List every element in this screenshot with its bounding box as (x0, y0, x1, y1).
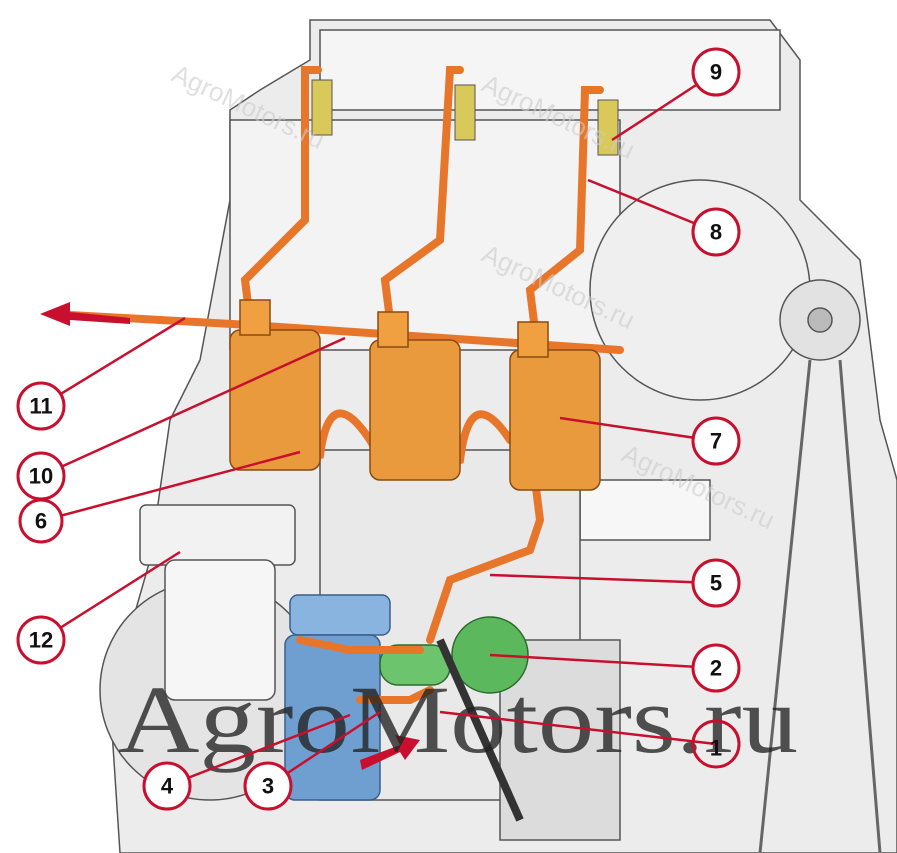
svg-text:10: 10 (29, 464, 53, 489)
svg-text:2: 2 (710, 656, 722, 681)
svg-text:9: 9 (710, 60, 722, 85)
callout-10: 10 (16, 451, 66, 501)
injection-pumps (229, 299, 601, 491)
fuel-inlet-arrow (360, 735, 420, 770)
svg-text:8: 8 (710, 220, 722, 245)
svg-text:3: 3 (262, 774, 274, 799)
svg-text:1: 1 (710, 736, 722, 761)
callout-5: 5 (691, 558, 741, 608)
svg-text:12: 12 (29, 628, 53, 653)
callout-6: 6 (18, 498, 64, 544)
svg-text:7: 7 (710, 429, 722, 454)
callout-12: 12 (16, 615, 66, 665)
callout-8: 8 (691, 207, 741, 257)
fuel-filter (139, 504, 296, 701)
fuel-return-arrow (40, 302, 130, 326)
watermark: AgroMotors.ru (118, 666, 798, 773)
callout-1: 1 (691, 719, 741, 769)
svg-text:4: 4 (161, 774, 174, 799)
callout-4: 4 (142, 761, 192, 811)
callout-2: 2 (691, 643, 741, 693)
svg-text:5: 5 (710, 571, 722, 596)
callout-11: 11 (16, 381, 66, 431)
svg-text:11: 11 (29, 394, 52, 419)
callout-9: 9 (691, 47, 741, 97)
callout-7: 7 (691, 416, 741, 466)
injectors (311, 79, 619, 156)
svg-text:6: 6 (35, 509, 47, 534)
callout-3: 3 (243, 761, 293, 811)
